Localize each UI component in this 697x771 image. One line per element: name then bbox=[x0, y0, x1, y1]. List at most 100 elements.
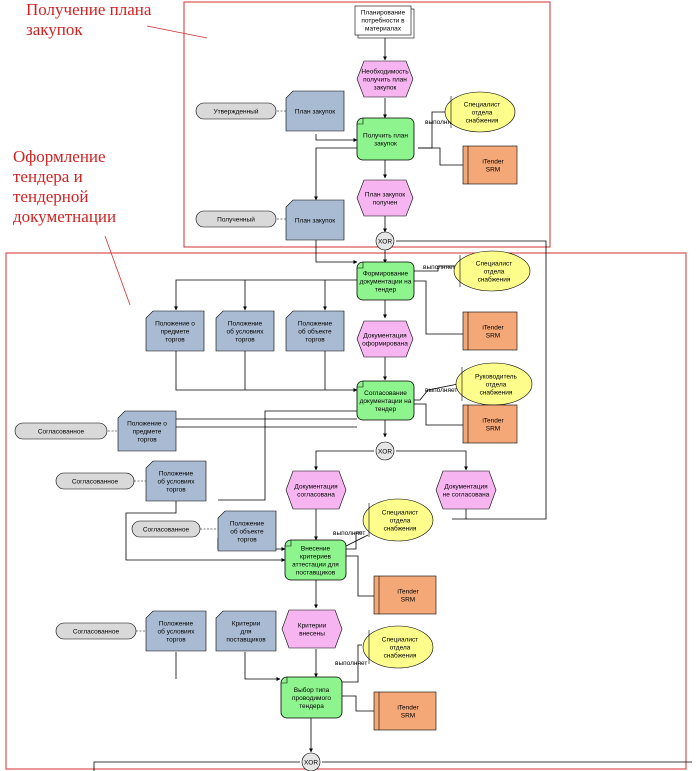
xor-1 bbox=[375, 231, 395, 251]
connector bbox=[342, 695, 374, 712]
annotation-line-tender bbox=[104, 235, 131, 306]
status-agreed-1-label: Согласованное bbox=[38, 428, 85, 435]
connector bbox=[315, 134, 358, 142]
event-criteria-entered bbox=[281, 609, 343, 649]
doc-conditions-c bbox=[145, 610, 207, 652]
doc-conditions-a bbox=[215, 310, 275, 352]
function-approve-doc-corner bbox=[357, 381, 364, 388]
connector bbox=[414, 280, 463, 335]
function-tender-type-corner bbox=[281, 677, 288, 684]
role-specialist-3 bbox=[362, 498, 434, 542]
doc-plan-1-label: План закупок bbox=[295, 108, 335, 115]
connector bbox=[218, 410, 357, 501]
performs-label-5: выполняет bbox=[335, 660, 367, 667]
system-itender-5 bbox=[373, 691, 437, 731]
function-get-plan-corner bbox=[357, 118, 364, 125]
connector bbox=[314, 450, 374, 471]
performs-label-2: выполняет bbox=[423, 264, 455, 271]
function-approve-doc[interactable] bbox=[356, 380, 415, 421]
performs-label-4: выполняет bbox=[333, 530, 365, 537]
function-criteria[interactable] bbox=[284, 539, 347, 581]
connector bbox=[314, 147, 357, 201]
role-specialist-2 bbox=[453, 250, 531, 292]
function-criteria-corner bbox=[285, 540, 292, 547]
status-agreed-4-label: Согласованное bbox=[73, 628, 120, 635]
system-itender-1 bbox=[462, 145, 518, 185]
section-frame-plan bbox=[183, 1, 551, 248]
status-agreed-1 bbox=[14, 422, 108, 440]
role-specialist-1 bbox=[444, 91, 516, 133]
system-itender-3 bbox=[462, 404, 518, 444]
event-doc-formed bbox=[356, 320, 414, 358]
xor-1-label: XOR bbox=[378, 239, 392, 246]
function-form-doc[interactable] bbox=[356, 261, 415, 301]
function-tender-type[interactable] bbox=[280, 676, 343, 719]
doc-plan-1 bbox=[285, 90, 345, 132]
annotation-line-plan bbox=[146, 25, 208, 39]
connector bbox=[396, 240, 547, 520]
connector bbox=[125, 500, 286, 562]
function-get-plan[interactable] bbox=[356, 117, 415, 161]
status-agreed-3 bbox=[131, 520, 201, 538]
performs-label-3: выполняет bbox=[425, 387, 457, 394]
connector bbox=[346, 531, 362, 550]
connector bbox=[414, 403, 463, 426]
connector bbox=[418, 111, 446, 149]
doc-criteria bbox=[215, 610, 277, 652]
status-approved bbox=[195, 102, 277, 120]
doc-object-a bbox=[285, 310, 345, 352]
connector bbox=[175, 351, 358, 392]
performs-label-1: выполняет bbox=[425, 119, 457, 126]
planning-doc bbox=[354, 5, 412, 36]
status-agreed-2-label: Согласованное bbox=[72, 478, 119, 485]
event-need-plan bbox=[356, 60, 414, 98]
connector bbox=[346, 555, 374, 597]
connector bbox=[145, 418, 357, 450]
section-frame-tender bbox=[5, 252, 687, 770]
status-received bbox=[195, 210, 277, 228]
connector bbox=[396, 450, 468, 471]
doc-object-b bbox=[217, 510, 277, 552]
role-specialist-4 bbox=[362, 625, 434, 669]
xor-2 bbox=[375, 441, 395, 461]
doc-plan-2-label: План закупок bbox=[295, 217, 335, 224]
function-form-doc-corner bbox=[357, 262, 364, 269]
event-doc-approved bbox=[285, 470, 347, 510]
system-itender-4 bbox=[373, 575, 437, 615]
xor-3-label: XOR bbox=[304, 760, 318, 767]
status-approved-label: Утвержденный bbox=[214, 107, 259, 115]
connector bbox=[93, 761, 300, 771]
xor-2-label: XOR bbox=[378, 449, 392, 456]
connector bbox=[342, 644, 362, 683]
connector bbox=[244, 652, 281, 681]
doc-conditions-b bbox=[145, 460, 207, 502]
event-plan-received bbox=[356, 179, 414, 217]
doc-subject-a bbox=[145, 310, 205, 352]
connector bbox=[418, 147, 463, 166]
